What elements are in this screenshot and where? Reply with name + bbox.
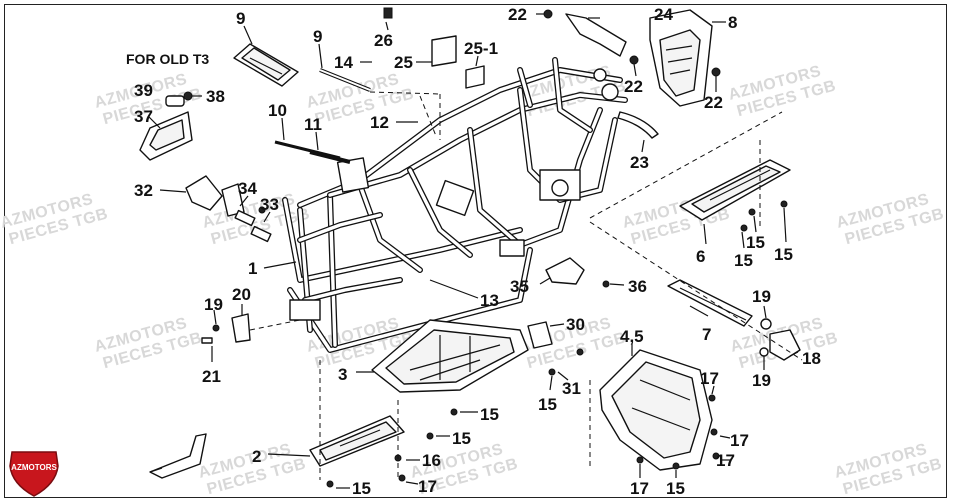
part-label: 34 (238, 179, 257, 198)
part-label: 17 (418, 477, 437, 496)
part-label: 13 (480, 291, 499, 310)
rod-9-drawing (319, 68, 371, 92)
part-32-bracket-drawing (185, 175, 272, 243)
part-label: 9 (313, 27, 322, 46)
part-label: 16 (422, 451, 441, 470)
part-label: 2 (252, 447, 261, 466)
part-37-bracket-drawing (139, 91, 193, 161)
direction-arrow-icon (149, 433, 207, 479)
part-label: 15 (734, 251, 753, 270)
part-16-bolt-drawing (394, 454, 406, 482)
part-label: 26 (374, 31, 393, 50)
azmotors-logo: AZMOTORS (9, 451, 59, 497)
watermark: AZMOTORS PIECES TGB (0, 191, 110, 248)
bolt-10-11-drawing (274, 140, 351, 164)
note-for-old-t3: FOR OLD T3 (126, 51, 209, 67)
watermark: AZMOTORS PIECES TGB (833, 441, 944, 498)
part-label: 10 (268, 101, 287, 120)
part-label: 15 (666, 479, 685, 498)
part-label: 35 (510, 277, 529, 296)
part-label: 7 (702, 325, 711, 344)
part-label: 15 (452, 429, 471, 448)
watermark: AZMOTORS PIECES TGB (93, 315, 204, 372)
part-4-5-guard-drawing (599, 349, 720, 471)
part-label: 19 (204, 295, 223, 314)
part-label: 22 (704, 93, 723, 112)
part-label: 14 (334, 53, 353, 72)
logo-text: AZMOTORS (11, 463, 57, 472)
upper-brackets-drawing (383, 7, 721, 139)
part-label: 22 (624, 77, 643, 96)
diagram-border (4, 4, 947, 498)
watermark: AZMOTORS PIECES TGB (835, 191, 946, 248)
part-label: 3 (338, 365, 347, 384)
part-label: 19 (752, 287, 771, 306)
part-20-bracket-drawing (201, 313, 251, 344)
part-label: 24 (654, 5, 673, 24)
part-label: 33 (260, 195, 279, 214)
part-label: 9 (236, 9, 245, 28)
part-label: 38 (206, 87, 225, 106)
part-label: 17 (716, 451, 735, 470)
part-label: 15 (352, 479, 371, 498)
part-label: 21 (202, 367, 221, 386)
part-label: 25 (394, 53, 413, 72)
part-label: 11 (304, 115, 322, 134)
part-6-plate-drawing (679, 159, 791, 232)
part-label: 15 (538, 395, 557, 414)
guide-lines (249, 91, 803, 480)
part-label: 30 (566, 315, 585, 334)
part-3-skid-plate-drawing (371, 319, 529, 440)
part-label: 15 (746, 233, 765, 252)
part-9-bracket-drawing (233, 43, 299, 87)
part-label: 15 (480, 405, 499, 424)
leader-lines (147, 13, 799, 489)
part-label: 23 (630, 153, 649, 172)
watermark: AZMOTORS PIECES TGB (727, 63, 838, 120)
part-2-skid-plate-drawing (309, 415, 405, 488)
part-30-bracket-drawing (527, 321, 584, 376)
part-label: 12 (370, 113, 389, 132)
part-label: 17 (730, 431, 749, 450)
part-label: 4,5 (620, 327, 644, 346)
part-label: 17 (630, 479, 649, 498)
part-35-bracket-drawing (545, 257, 610, 288)
part-label: 22 (508, 5, 527, 24)
part-label: 15 (774, 245, 793, 264)
part-7-rail-drawing (667, 279, 801, 361)
part-label: 20 (232, 285, 251, 304)
part-label: 1 (248, 259, 257, 278)
part-label: 19 (752, 371, 771, 390)
part-label: 32 (134, 181, 153, 200)
part-label: 37 (134, 107, 153, 126)
part-label: 36 (628, 277, 647, 296)
part-label: 25-1 (464, 39, 498, 58)
part-number-labels: 9 9 39 38 37 10 11 14 25 26 22 24 8 25-1… (134, 5, 821, 498)
part-label: 17 (700, 369, 719, 388)
part-label: 18 (802, 349, 821, 368)
part-label: 39 (134, 81, 153, 100)
part-label: 8 (728, 13, 737, 32)
part-label: 31 (562, 379, 581, 398)
part-label: 6 (696, 247, 705, 266)
